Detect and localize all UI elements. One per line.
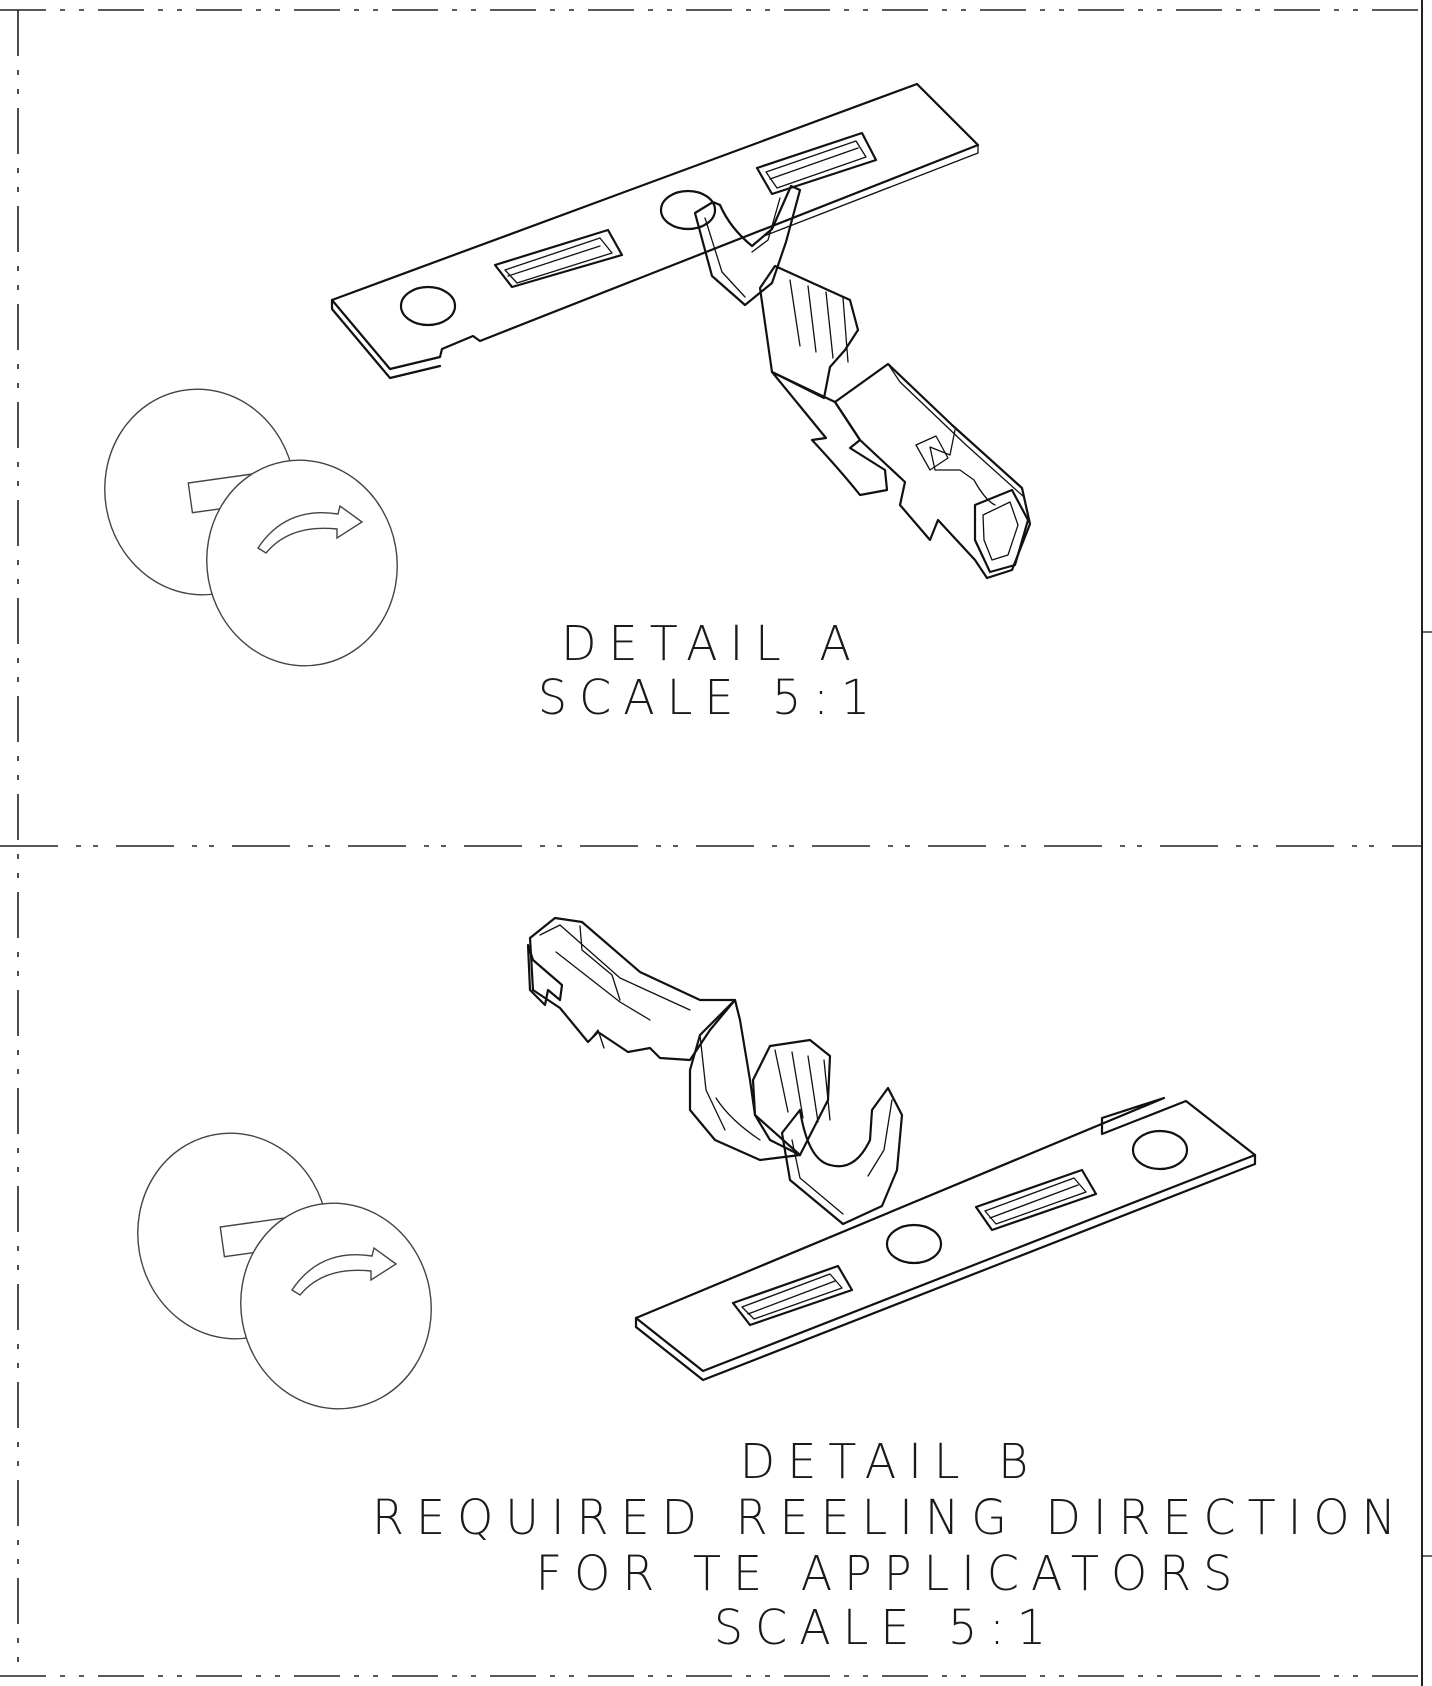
reel-direction-arrow-icon — [257, 504, 364, 554]
reel-icon-detail-b — [137, 1132, 432, 1410]
terminal-detail-a — [330, 82, 1032, 580]
detail-a-title: DETAIL A — [561, 614, 863, 672]
detail-b-caption-line2: FOR TE APPLICATORS — [535, 1544, 1245, 1602]
detail-a-scale: SCALE 5:1 — [537, 668, 883, 726]
reel-direction-arrow-icon-b — [291, 1246, 398, 1296]
terminal-detail-b — [526, 916, 1257, 1382]
detail-b-scale: SCALE 5:1 — [713, 1598, 1059, 1656]
reel-icon-detail-a — [104, 388, 398, 667]
detail-b-title: DETAIL B — [739, 1432, 1041, 1490]
detail-b-caption-line1: REQUIRED REELING DIRECTION — [372, 1488, 1408, 1546]
